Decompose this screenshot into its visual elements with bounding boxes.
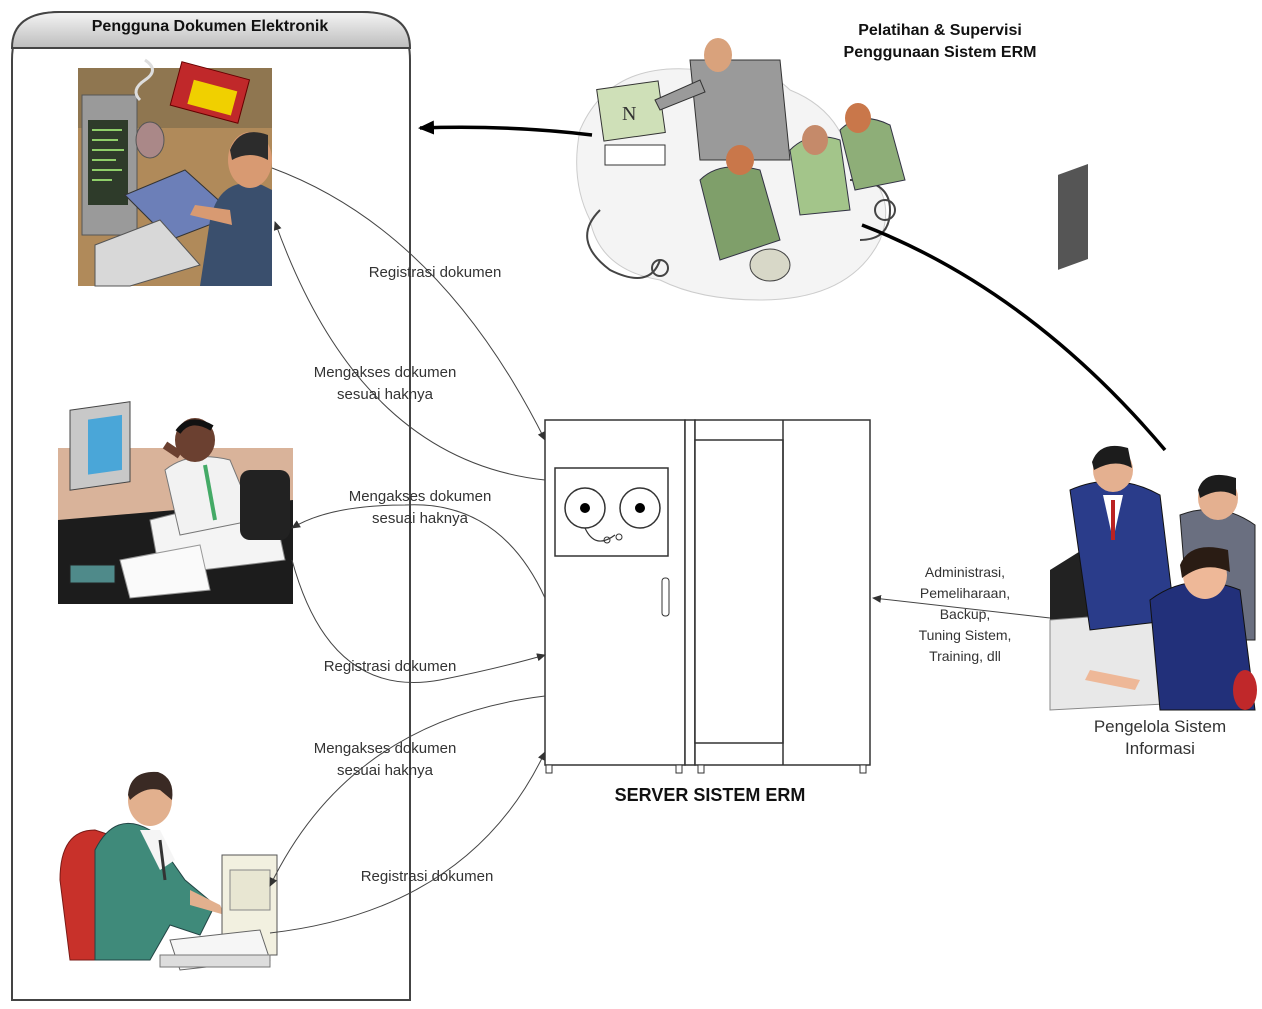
arrow-akses-2 xyxy=(291,504,546,599)
label-akses-1-line2: sesuai haknya xyxy=(337,386,433,403)
admin-label-line2: Informasi xyxy=(1125,739,1195,758)
admin-tasks: Administrasi, Pemeliharaan, Backup, Tuni… xyxy=(890,562,1040,667)
server-label: SERVER SISTEM ERM xyxy=(614,785,806,805)
server-cabinet xyxy=(544,419,871,774)
label-akses-2-line1: Mengakses dokumen xyxy=(348,488,492,505)
arrow-registrasi-1 xyxy=(271,167,546,441)
admin-task: Administrasi, xyxy=(924,564,1006,580)
thick-arrows xyxy=(418,120,1167,452)
training-title-line1: Pelatihan & Supervisi xyxy=(858,22,1022,39)
admin-task: Training, dll xyxy=(929,648,1001,664)
admin-task: Backup, xyxy=(939,606,991,622)
arrow-registrasi-2 xyxy=(291,559,546,683)
arrow-akses-1 xyxy=(273,221,546,481)
training-title-line2: Penggunaan Sistem ERM xyxy=(843,44,1037,61)
label-akses-3: Mengakses dokumen sesuai haknya xyxy=(290,738,480,782)
arrow-registrasi-3 xyxy=(269,751,546,934)
line-admin-to-training xyxy=(861,223,1167,452)
admin-task: Tuning Sistem, xyxy=(918,627,1012,643)
user-desk-illustration xyxy=(78,58,272,287)
label-akses-3-line1: Mengakses dokumen xyxy=(313,740,457,757)
label-akses-1-line1: Mengakses dokumen xyxy=(313,364,457,381)
admin-label: Pengelola Sistem Informasi xyxy=(1060,716,1260,760)
label-akses-3-line2: sesuai haknya xyxy=(337,762,433,779)
training-title: Pelatihan & Supervisi Penggunaan Sistem … xyxy=(790,20,1090,64)
label-akses-2: Mengakses dokumen sesuai haknya xyxy=(325,486,515,530)
label-registrasi-1: Registrasi dokumen xyxy=(368,264,502,281)
arrow-akses-3 xyxy=(269,695,546,887)
svg-text:N: N xyxy=(622,103,636,125)
admin-label-line1: Pengelola Sistem xyxy=(1093,717,1227,736)
label-registrasi-3: Registrasi dokumen xyxy=(360,868,494,885)
user-computer-illustration xyxy=(59,771,278,971)
user-stressed-illustration xyxy=(58,401,293,604)
label-akses-2-line2: sesuai haknya xyxy=(372,510,468,527)
arrow-training-to-users xyxy=(418,120,593,137)
label-akses-1: Mengakses dokumen sesuai haknya xyxy=(290,362,480,406)
user-box-title: Pengguna Dokumen Elektronik xyxy=(91,18,329,35)
admin-task: Pemeliharaan, xyxy=(919,585,1011,601)
training-illustration: N xyxy=(576,38,906,301)
label-registrasi-2: Registrasi dokumen xyxy=(323,658,457,675)
arrow-admin-tasks xyxy=(872,594,1051,619)
flow-connectors xyxy=(269,167,1051,934)
admin-illustration xyxy=(1049,164,1257,711)
